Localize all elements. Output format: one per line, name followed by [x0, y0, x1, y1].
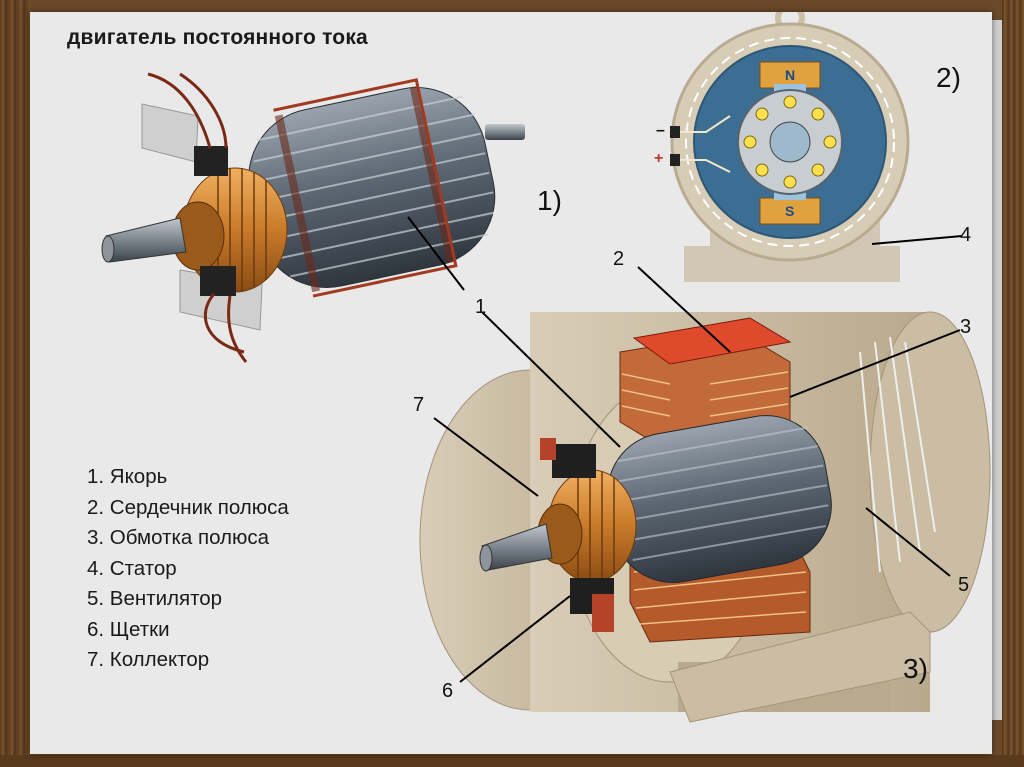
cross-section-view-2: [666, 12, 908, 282]
terminal-minus: –: [656, 122, 665, 140]
view-label-2: 2): [936, 62, 961, 94]
callout-4: 4: [960, 224, 971, 247]
legend-item: 1. Якорь: [87, 462, 289, 493]
legend-item: 3. Обмотка полюса: [87, 523, 289, 554]
callout-2: 2: [613, 248, 624, 271]
wood-frame-left: [0, 0, 30, 767]
legend: 1. Якорь 2. Сердечник полюса 3. Обмотка …: [87, 462, 289, 676]
wood-frame-bottom: [0, 755, 1024, 767]
pole-mark-south: S: [785, 203, 794, 219]
callout-3: 3: [960, 316, 971, 339]
armature-view-1: [102, 69, 525, 362]
callout-1: 1: [475, 296, 486, 319]
slide: двигатель постоянного тока: [30, 12, 992, 754]
view-label-1: 1): [537, 185, 562, 217]
legend-item: 5. Вентилятор: [87, 584, 289, 615]
view-label-3: 3): [903, 653, 928, 685]
legend-item: 6. Щетки: [87, 615, 289, 646]
callout-6: 6: [442, 680, 453, 703]
legend-item: 7. Коллектор: [87, 645, 289, 676]
wood-frame-right: [1002, 0, 1024, 767]
terminal-plus: +: [654, 150, 663, 168]
legend-item: 2. Сердечник полюса: [87, 493, 289, 524]
pole-mark-north: N: [785, 67, 795, 83]
callout-5: 5: [958, 574, 969, 597]
legend-item: 4. Статор: [87, 554, 289, 585]
callout-7: 7: [413, 394, 424, 417]
